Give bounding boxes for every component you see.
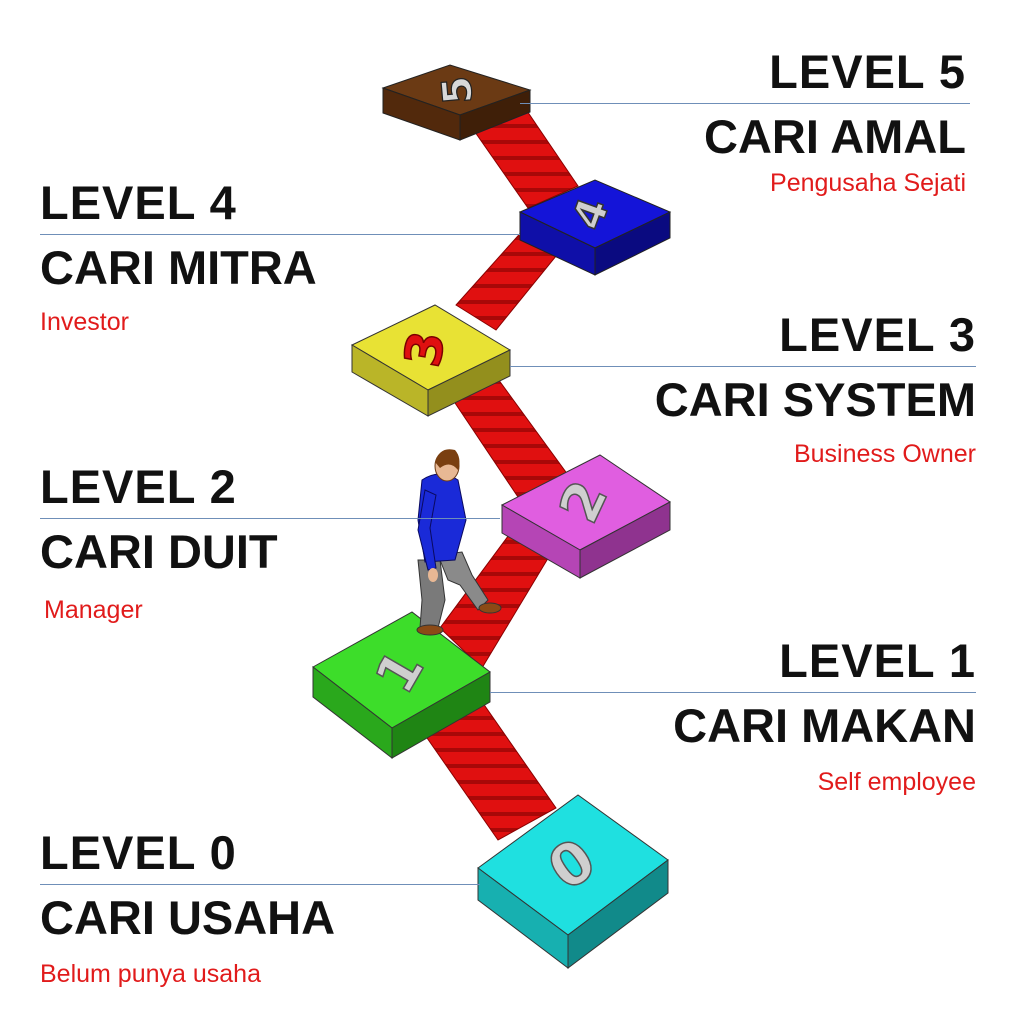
level-0-subtitle: Belum punya usaha <box>40 960 261 988</box>
level-0-rule <box>40 884 480 885</box>
block-digit-5: 5 <box>434 74 482 106</box>
level-3-rule <box>510 366 976 367</box>
level-0-label-group: LEVEL 0 CARI USAHA Belum punya usaha <box>40 826 480 989</box>
level-0-block: 0 <box>477 794 669 970</box>
level-4-title: CARI MITRA <box>40 241 317 294</box>
level-0-label: LEVEL 0 <box>40 826 237 879</box>
level-5-rule <box>520 103 970 104</box>
level-5-block: 5 <box>381 64 532 141</box>
level-2-block: 2 <box>500 454 671 579</box>
level-2-label-group: LEVEL 2 CARI DUIT Manager <box>40 460 500 625</box>
level-4-block: 4 <box>518 179 672 276</box>
level-3-block: 3 <box>350 304 512 417</box>
level-1-subtitle: Self employee <box>817 768 976 796</box>
level-2-rule <box>40 518 500 519</box>
level-5-label: LEVEL 5 <box>769 45 966 98</box>
level-3-label-group: LEVEL 3 CARI SYSTEM Business Owner <box>510 308 976 469</box>
level-5-title: CARI AMAL <box>704 110 966 163</box>
level-1-label-group: LEVEL 1 CARI MAKAN Self employee <box>490 634 976 797</box>
level-5-label-group: LEVEL 5 CARI AMAL Pengusaha Sejati <box>520 45 970 198</box>
level-2-subtitle: Manager <box>44 596 143 624</box>
level-3-label: LEVEL 3 <box>779 308 976 361</box>
level-5-subtitle: Pengusaha Sejati <box>770 169 966 197</box>
level-1-rule <box>490 692 976 693</box>
level-4-subtitle: Investor <box>40 308 129 336</box>
level-0-title: CARI USAHA <box>40 891 336 944</box>
level-2-label: LEVEL 2 <box>40 460 237 513</box>
level-3-title: CARI SYSTEM <box>654 373 976 426</box>
level-4-label-group: LEVEL 4 CARI MITRA Investor <box>40 176 520 337</box>
level-2-title: CARI DUIT <box>40 525 278 578</box>
level-1-label: LEVEL 1 <box>779 634 976 687</box>
level-1-block: 1 <box>312 611 491 760</box>
level-1-title: CARI MAKAN <box>673 699 976 752</box>
level-4-label: LEVEL 4 <box>40 176 237 229</box>
level-3-subtitle: Business Owner <box>793 440 976 468</box>
level-4-rule <box>40 234 520 235</box>
